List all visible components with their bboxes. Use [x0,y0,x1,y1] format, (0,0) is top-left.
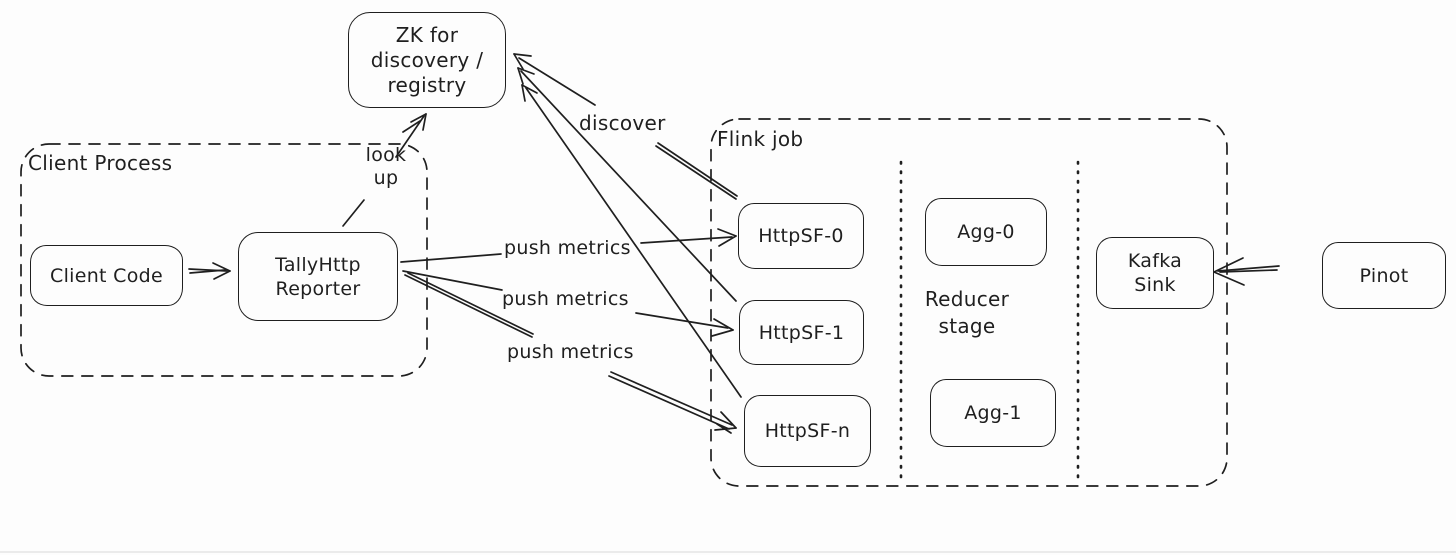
look-up-label: look up [365,144,407,189]
client-process-label: Client Process [28,151,173,175]
arrow-discover-2 [521,84,742,398]
node-kafka-sink: Kafka Sink [1096,237,1214,309]
arrow-look-up [342,113,427,227]
reducer-stage-label: Reducer stage [924,287,1010,338]
node-httpsf-n: HttpSF-n [744,395,871,467]
push-metrics-label-1: push metrics [502,288,629,310]
node-agg-0: Agg-0 [925,198,1047,266]
arrow-client-code-to-reporter [188,262,231,280]
node-zk: ZK for discovery / registry [348,12,506,108]
node-tallyhttp-reporter: TallyHttp Reporter [238,232,398,321]
node-httpsf-1: HttpSF-1 [739,300,864,365]
node-httpsf-0: HttpSF-0 [738,203,864,269]
discover-label: discover [579,111,666,135]
flink-job-container [710,118,1228,487]
node-pinot: Pinot [1322,242,1446,309]
node-client-code: Client Code [30,245,183,306]
push-metrics-label-2: push metrics [507,341,634,363]
flink-job-label: Flink job [717,127,804,151]
push-metrics-label-0: push metrics [504,237,631,259]
arrow-discover-1 [517,67,737,302]
arrow-pinot-to-kafka [1213,257,1280,286]
bottom-divider [0,551,1456,553]
arrow-discover-0 [513,53,738,200]
arrow-push-metrics-1 [402,270,734,337]
arrow-push-metrics-2 [404,272,737,434]
arrow-push-metrics-0 [400,228,737,263]
node-agg-1: Agg-1 [930,379,1056,447]
